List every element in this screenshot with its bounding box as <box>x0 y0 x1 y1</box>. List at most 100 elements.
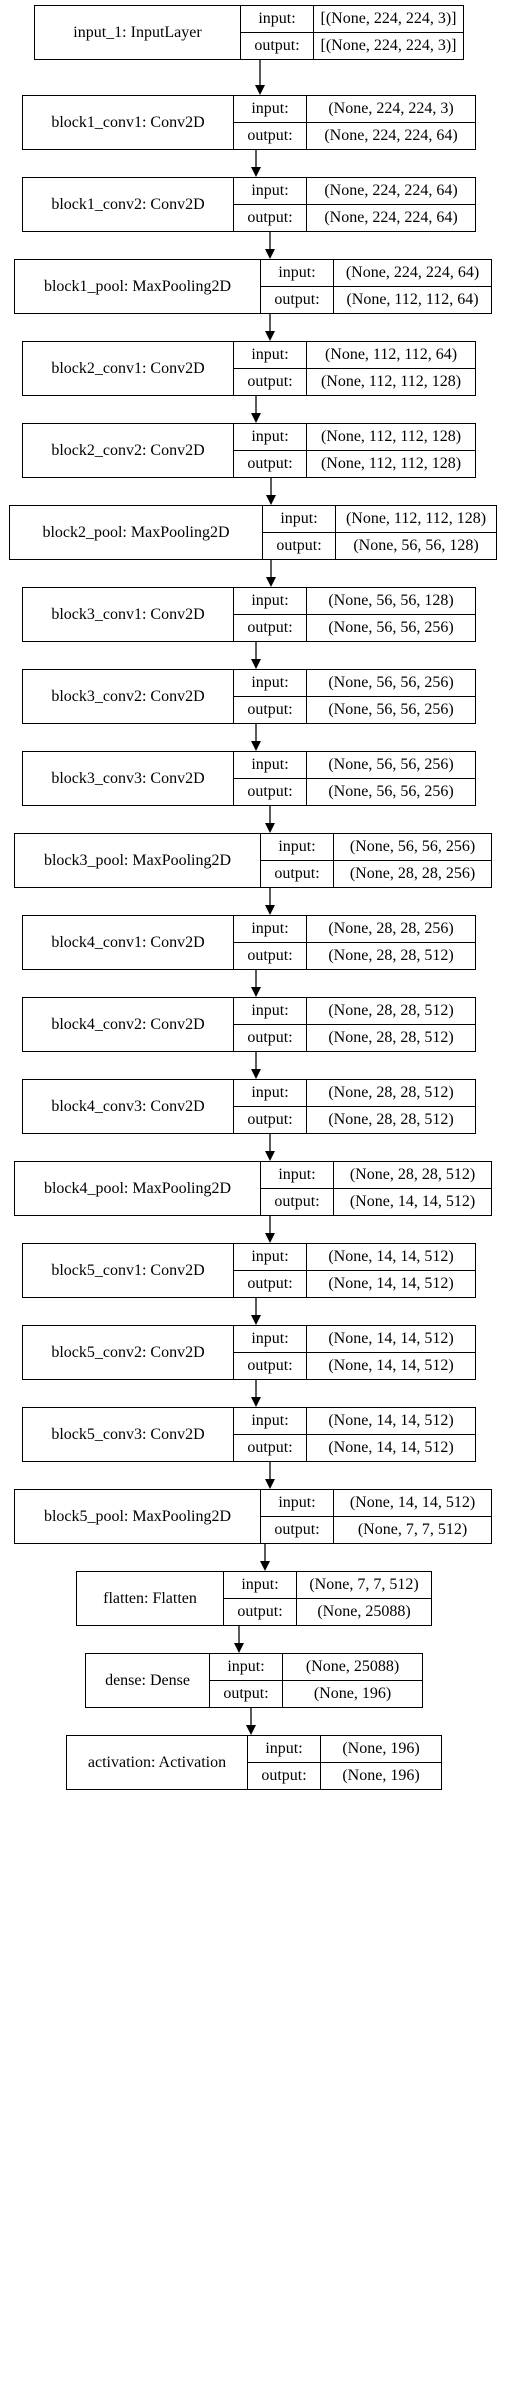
output-label: output: <box>247 127 293 144</box>
input-shape: (None, 112, 112, 128) <box>336 506 496 533</box>
output-shape: (None, 112, 112, 128) <box>320 455 462 472</box>
input-shape: (None, 28, 28, 256) <box>307 916 475 943</box>
input-shape: (None, 224, 224, 64) <box>334 260 491 287</box>
output-shape: (None, 28, 28, 512) <box>328 1029 454 1046</box>
input-shape: (None, 112, 112, 64) <box>307 342 475 369</box>
arrow-head-icon <box>265 249 275 259</box>
input-label: input: <box>263 506 335 533</box>
io-values: (None, 28, 28, 512) (None, 28, 28, 512) <box>307 998 475 1051</box>
input-label: input: <box>234 1408 306 1435</box>
input-label: input: <box>248 1736 320 1763</box>
input-shape: (None, 25088) <box>283 1654 422 1681</box>
layer-name: block5_conv1: Conv2D <box>23 1244 234 1297</box>
io-values: (None, 14, 14, 512)(None, 14, 14, 512) <box>307 1326 475 1379</box>
output-label: output: <box>247 455 293 472</box>
io-labels: input: output: <box>234 916 307 969</box>
input-shape: (None, 28, 28, 512) <box>307 998 475 1025</box>
arrow-head-icon <box>265 823 275 833</box>
layer-name: block1_pool: MaxPooling2D <box>15 260 261 313</box>
arrow-head-icon <box>246 1725 256 1735</box>
io-labels: input:output: <box>234 424 307 477</box>
layer-name: block2_conv2: Conv2D <box>23 424 234 477</box>
layer-name: block2_conv1: Conv2D <box>23 342 234 395</box>
output-shape: (None, 14, 14, 512) <box>349 1193 476 1210</box>
io-values: (None, 224, 224, 3) (None, 224, 224, 64) <box>307 96 475 149</box>
output-shape: (None, 56, 56, 256) <box>328 619 454 636</box>
output-label: output: <box>274 865 320 882</box>
output-label: output: <box>247 1111 293 1128</box>
arrow-head-icon <box>251 413 261 423</box>
arrow-head-icon <box>255 85 265 95</box>
io-values: (None, 28, 28, 512) (None, 14, 14, 512) <box>334 1162 491 1215</box>
input-shape: (None, 112, 112, 128) <box>307 424 475 451</box>
output-shape: (None, 112, 112, 128) <box>320 373 462 390</box>
arrow-head-icon <box>234 1643 244 1653</box>
layer-name: block5_pool: MaxPooling2D <box>15 1490 261 1543</box>
io-values: (None, 56, 56, 256)(None, 56, 56, 256) <box>307 752 475 805</box>
input-shape: (None, 28, 28, 512) <box>307 1080 475 1107</box>
io-labels: input:output: <box>210 1654 283 1707</box>
io-values: (None, 7, 7, 512)(None, 25088) <box>297 1572 431 1625</box>
arrow-head-icon <box>251 741 261 751</box>
io-values: (None, 56, 56, 128)(None, 56, 56, 256) <box>307 588 475 641</box>
arrow-head-icon <box>251 1315 261 1325</box>
io-values: (None, 112, 112, 128) (None, 56, 56, 128) <box>336 506 496 559</box>
io-values: (None, 25088) (None, 196) <box>283 1654 422 1707</box>
layer-name: block2_pool: MaxPooling2D <box>10 506 263 559</box>
input-label: input: <box>261 1490 333 1517</box>
output-shape: (None, 224, 224, 64) <box>324 209 458 226</box>
io-labels: input:output: <box>234 1326 307 1379</box>
arrow-head-icon <box>265 1233 275 1243</box>
io-labels: input:output: <box>234 342 307 395</box>
output-shape: (None, 196) <box>342 1767 420 1784</box>
io-values: (None, 224, 224, 64)(None, 112, 112, 64) <box>334 260 491 313</box>
io-labels: input:output: <box>234 1080 307 1133</box>
io-labels: input:output: <box>261 834 334 887</box>
io-labels: input:output: <box>241 6 314 59</box>
output-label: output: <box>247 947 293 964</box>
input-shape: (None, 28, 28, 512) <box>334 1162 491 1189</box>
input-label: input: <box>234 670 306 697</box>
output-label: output: <box>223 1685 269 1702</box>
input-label: input: <box>234 1244 306 1271</box>
output-shape: (None, 14, 14, 512) <box>328 1357 454 1374</box>
input-label: input: <box>234 752 306 779</box>
layer-name: block4_conv1: Conv2D <box>23 916 234 969</box>
io-values: (None, 112, 112, 128) (None, 112, 112, 12… <box>307 424 475 477</box>
output-shape: (None, 14, 14, 512) <box>328 1439 454 1456</box>
io-values: (None, 112, 112, 64) (None, 112, 112, 128… <box>307 342 475 395</box>
output-shape: (None, 56, 56, 256) <box>328 701 454 718</box>
input-shape: (None, 224, 224, 3) <box>307 96 475 123</box>
output-label: output: <box>247 1275 293 1292</box>
layer-name: block3_conv1: Conv2D <box>23 588 234 641</box>
output-shape: (None, 224, 224, 64) <box>324 127 458 144</box>
input-label: input: <box>234 342 306 369</box>
layer-name: dense: Dense <box>86 1654 210 1707</box>
output-shape: (None, 25088) <box>317 1603 411 1620</box>
output-shape: (None, 56, 56, 128) <box>353 537 479 554</box>
input-label: input: <box>234 916 306 943</box>
io-labels: input:output: <box>261 260 334 313</box>
input-label: input: <box>234 178 306 205</box>
layer-name: block3_pool: MaxPooling2D <box>15 834 261 887</box>
io-values: (None, 14, 14, 512)(None, 14, 14, 512) <box>307 1244 475 1297</box>
arrow-head-icon <box>266 495 276 505</box>
output-shape: (None, 196) <box>313 1685 392 1702</box>
io-labels: input:output: <box>234 1408 307 1461</box>
arrow-head-icon <box>251 659 261 669</box>
arrow-head-icon <box>265 905 275 915</box>
